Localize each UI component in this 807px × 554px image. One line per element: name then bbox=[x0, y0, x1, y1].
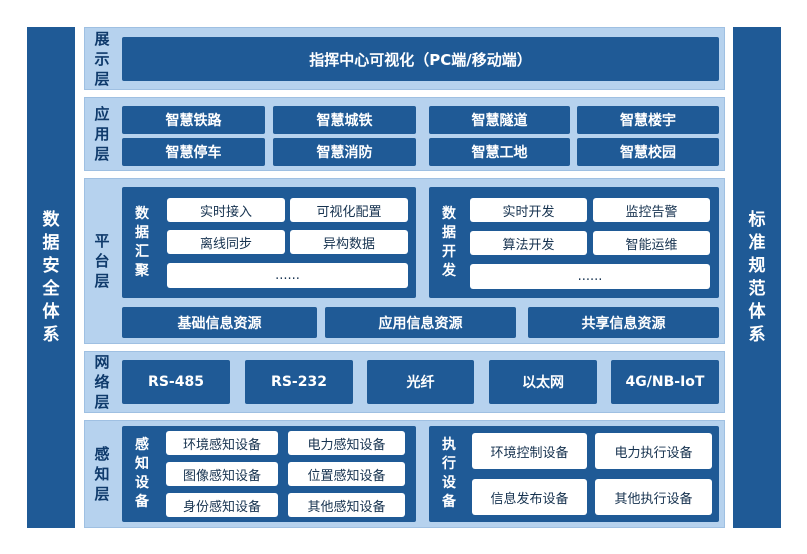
info-publishing-device: 信息发布设备 bbox=[472, 479, 587, 515]
shared-info-resources: 共享信息资源 bbox=[528, 307, 719, 338]
app-smart-tunnel: 智慧隧道 bbox=[429, 106, 570, 134]
app-smart-parking: 智慧停车 bbox=[122, 138, 265, 166]
display-layer-label: 展示层 bbox=[94, 29, 110, 88]
network-ethernet: 以太网 bbox=[489, 360, 597, 404]
standards-system-bar: 标准规范体系 bbox=[733, 27, 781, 528]
env-sensing-device: 环境感知设备 bbox=[166, 431, 278, 455]
app-smart-construction: 智慧工地 bbox=[429, 138, 570, 166]
data-development-label: 数据开发 bbox=[442, 205, 456, 279]
power-execution-device: 电力执行设备 bbox=[595, 433, 712, 469]
other-execution-device: 其他执行设备 bbox=[595, 479, 712, 515]
algorithm-development: 算法开发 bbox=[470, 231, 587, 255]
identity-sensing-device: 身份感知设备 bbox=[166, 493, 278, 517]
position-sensing-device: 位置感知设备 bbox=[288, 462, 405, 486]
intelligent-ops: 智能运维 bbox=[593, 231, 710, 255]
network-rs232: RS-232 bbox=[245, 360, 353, 404]
platform-layer-label: 平台层 bbox=[94, 232, 110, 290]
basic-info-resources: 基础信息资源 bbox=[122, 307, 317, 338]
execution-devices-label: 执行设备 bbox=[442, 437, 456, 510]
other-sensing-device: 其他感知设备 bbox=[288, 493, 405, 517]
visual-config: 可视化配置 bbox=[290, 198, 408, 222]
sensing-devices-label: 感知设备 bbox=[135, 437, 149, 510]
app-smart-building: 智慧楼宇 bbox=[577, 106, 719, 134]
offline-sync: 离线同步 bbox=[167, 230, 285, 254]
network-rs485: RS-485 bbox=[122, 360, 230, 404]
development-more: ...... bbox=[470, 264, 710, 289]
env-control-device: 环境控制设备 bbox=[472, 433, 587, 469]
aggregation-more: ...... bbox=[167, 263, 408, 288]
data-aggregation-label: 数据汇聚 bbox=[135, 205, 149, 279]
security-system-label: 数据安全体系 bbox=[42, 209, 60, 345]
network-layer-label: 网络层 bbox=[94, 353, 110, 411]
heterogeneous-data: 异构数据 bbox=[290, 230, 408, 254]
sensing-layer-label: 感知层 bbox=[94, 445, 110, 503]
standards-system-label: 标准规范体系 bbox=[748, 209, 766, 345]
network-fiber: 光纤 bbox=[367, 360, 474, 404]
monitoring-alarm: 监控告警 bbox=[593, 198, 710, 222]
image-sensing-device: 图像感知设备 bbox=[166, 462, 278, 486]
security-system-bar: 数据安全体系 bbox=[27, 27, 75, 528]
app-smart-metro: 智慧城铁 bbox=[273, 106, 416, 134]
realtime-development: 实时开发 bbox=[470, 198, 587, 222]
app-smart-campus: 智慧校园 bbox=[577, 138, 719, 166]
power-sensing-device: 电力感知设备 bbox=[288, 431, 405, 455]
app-smart-railway: 智慧铁路 bbox=[122, 106, 265, 134]
app-smart-fire: 智慧消防 bbox=[273, 138, 416, 166]
realtime-access: 实时接入 bbox=[167, 198, 285, 222]
network-4g-nbiot: 4G/NB-IoT bbox=[611, 360, 719, 404]
application-layer-label: 应用层 bbox=[94, 105, 110, 163]
command-center-visualization: 指挥中心可视化（PC端/移动端） bbox=[122, 37, 719, 81]
application-info-resources: 应用信息资源 bbox=[325, 307, 516, 338]
